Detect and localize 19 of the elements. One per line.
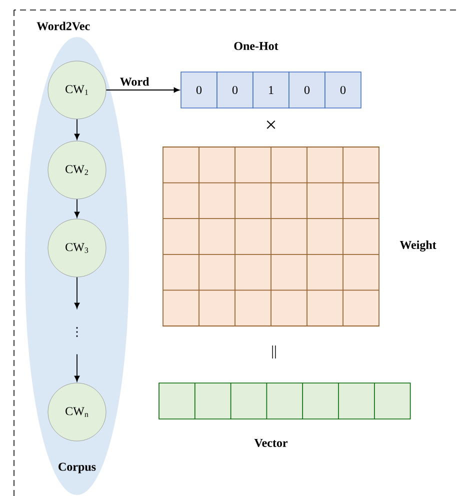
arrow	[74, 198, 80, 218]
arrow	[74, 354, 80, 382]
vector-cell: 0	[216, 72, 254, 108]
equals-symbol: ||	[272, 345, 276, 359]
edge-label: Word	[120, 77, 150, 86]
arrow	[106, 87, 180, 93]
vector-cell: 1	[252, 72, 290, 108]
heading-text: One-Hot	[234, 42, 278, 50]
ellipsis: ⋮	[76, 327, 78, 337]
frame-title: Word2Vec	[36, 22, 90, 30]
vector-cell: 0	[180, 72, 218, 108]
matrix-label: Weight	[400, 240, 436, 252]
times-symbol: ×	[266, 120, 276, 129]
corpus-label: Corpus	[58, 462, 96, 474]
arrow	[74, 276, 80, 309]
arrow	[74, 118, 80, 140]
vector-cell: 0	[288, 72, 326, 108]
vector-cell: 0	[324, 72, 362, 108]
vector-label: Vector	[254, 438, 288, 448]
